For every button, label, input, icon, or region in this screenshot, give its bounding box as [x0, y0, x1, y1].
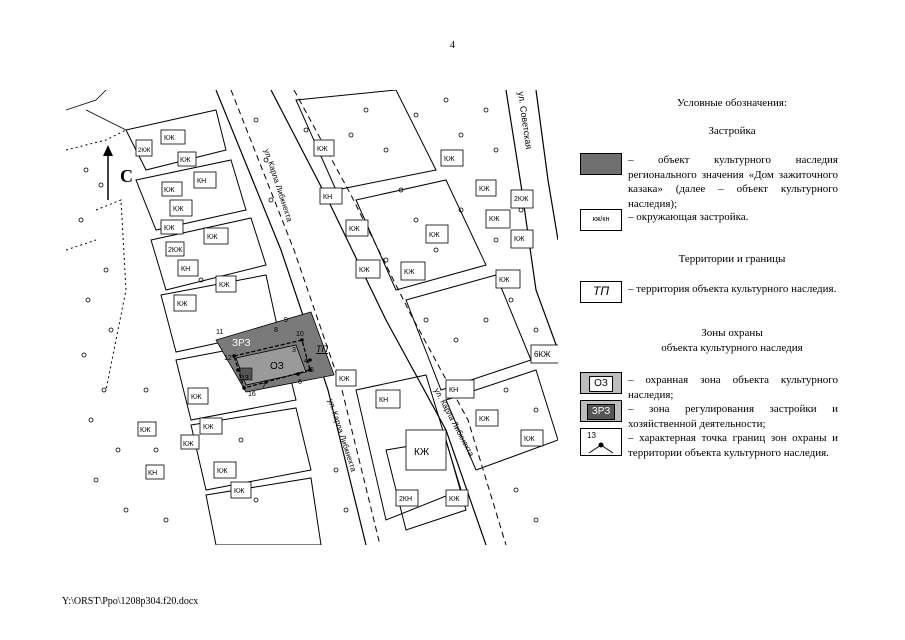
- building-label: КЖ: [444, 156, 455, 163]
- legend-section-territories: Территории и границы: [678, 253, 786, 265]
- building-label: КЖ: [164, 135, 175, 142]
- building-label: КЖ: [219, 282, 230, 289]
- point-label: 6: [298, 379, 302, 386]
- point-label: 11: [216, 329, 223, 336]
- building-label: 2КН: [399, 496, 412, 503]
- legend-item-point: – характерная точка границ зон охраны и …: [628, 432, 838, 459]
- building-label: 2КЖ: [138, 148, 151, 154]
- swatch-point-label: 13: [587, 431, 596, 440]
- swatch-oz-label: ОЗ: [589, 376, 613, 392]
- building-label: КЖ: [499, 277, 510, 284]
- building-label: КЖ: [164, 225, 175, 232]
- building-label: КЖ: [207, 234, 218, 241]
- building-label: КЖ: [234, 488, 245, 495]
- building-label: КЖ: [479, 186, 490, 193]
- building-label: КЖ: [414, 447, 430, 458]
- point-label: 4: [304, 358, 308, 365]
- building-label: КЖ: [404, 269, 415, 276]
- legend-item-zrz: – зона регулирования застройки и хозяйст…: [628, 403, 838, 430]
- street-edge-left-dashed: [230, 90, 381, 545]
- building-label: КЖ: [359, 267, 370, 274]
- cadastral-map: КЖ 2КЖ КЖ КН КЖ КЖ КЖ КЖ 2КЖ КН КЖ КЖ КЖ КЖ КЖ К…: [66, 90, 558, 545]
- legend-section-zones-line2: объекта культурного наследия: [661, 342, 803, 354]
- building-label: КЖ: [164, 187, 175, 194]
- legend-item-surrounding: – окружающая застройка.: [628, 211, 749, 223]
- building-label: КЖ: [173, 206, 184, 213]
- building-label: КЖ: [489, 216, 500, 223]
- building-label: КН: [148, 470, 157, 477]
- building-label: КЖ: [180, 157, 191, 164]
- street-edge-right: [270, 90, 487, 545]
- point-labels: 11 12 13 10 45 6 7 16 89 3: [216, 317, 314, 398]
- building-label: КН: [181, 266, 190, 273]
- swatch-territory: ТП: [580, 281, 622, 303]
- point-label: 12: [224, 355, 232, 362]
- building-label: КЖ: [349, 226, 360, 233]
- swatch-surrounding: кж/кн: [580, 209, 622, 231]
- building-label: КН: [379, 397, 388, 404]
- building-label: КЖ: [317, 146, 328, 153]
- legend-title: Условные обозначения:: [676, 97, 788, 109]
- building-label: КН: [323, 194, 332, 201]
- building-label: КЖ: [479, 416, 490, 423]
- building-label: 6КЖ: [534, 350, 551, 359]
- north-arrow-icon: [103, 145, 113, 200]
- legend-item-territory: – территория объекта культурного наследи…: [628, 283, 837, 295]
- point-label: 7: [262, 383, 266, 390]
- building-label: КЖ: [191, 394, 202, 401]
- swatch-oz: ОЗ: [580, 372, 622, 394]
- building-label: КЖ: [183, 441, 194, 448]
- north-label: С: [120, 166, 133, 186]
- swatch-characteristic-point: 13: [580, 428, 622, 456]
- point-label: 3: [292, 347, 296, 354]
- street-label-liebknecht-bottom: ул. Карла Либкнехта: [326, 398, 358, 474]
- point-label: 5: [310, 367, 314, 374]
- building-label: КЖ: [514, 236, 525, 243]
- zone-zrz-label: ЗРЗ: [232, 338, 251, 349]
- street-label-liebknecht-top: ул. Карла Либкнехта: [262, 148, 294, 224]
- footer-file-path: Y:\ORST\Ppo\1208p304.f20.docx: [62, 596, 199, 607]
- building-label: 2КЖ: [168, 247, 183, 254]
- building-label: КЖ: [524, 436, 535, 443]
- building-label: 2КЖ: [514, 196, 529, 203]
- building-labels: КЖ 2КЖ КЖ КН КЖ КЖ КЖ КЖ 2КЖ КН КЖ КЖ КЖ КЖ КЖ К…: [138, 135, 551, 503]
- street-label-sovetskaya: ул. Советская: [516, 91, 534, 150]
- swatch-zrz-label: ЗРЗ: [587, 404, 615, 420]
- building-label: КН: [449, 387, 458, 394]
- zone-oz-label: ОЗ: [270, 361, 284, 372]
- point-label: 8: [274, 327, 278, 334]
- building-label: КЖ: [339, 376, 350, 383]
- street-edge-right-dashed: [293, 90, 507, 545]
- legend-item-heritage-object: – объект культурного наследия региональн…: [628, 154, 838, 210]
- territory-boundary: [233, 339, 311, 389]
- building-label: КЖ: [217, 468, 228, 475]
- characteristic-point-icon: [588, 442, 614, 454]
- building-label: КЖ: [449, 496, 460, 503]
- characteristic-points: [232, 338, 312, 390]
- point-label: 9: [284, 317, 288, 324]
- legend-section-zones-line1: Зоны охраны: [701, 327, 763, 339]
- point-label: 16: [248, 391, 256, 398]
- point-label: 13: [241, 375, 249, 382]
- legend-item-oz: – охранная зона объекта культурного насл…: [628, 374, 838, 401]
- swatch-heritage-object: [580, 153, 622, 175]
- building-label: КЖ: [429, 232, 440, 239]
- building-label: КЖ: [177, 301, 188, 308]
- building-label: КЖ: [140, 427, 151, 434]
- building-label: КЖ: [203, 424, 214, 431]
- legend-section-buildings: Застройка: [708, 125, 756, 137]
- building-label: КН: [197, 178, 206, 185]
- territory-label: ТП: [316, 344, 328, 354]
- point-label: 10: [296, 331, 304, 338]
- swatch-zrz: ЗРЗ: [580, 400, 622, 422]
- page-number: 4: [450, 40, 455, 51]
